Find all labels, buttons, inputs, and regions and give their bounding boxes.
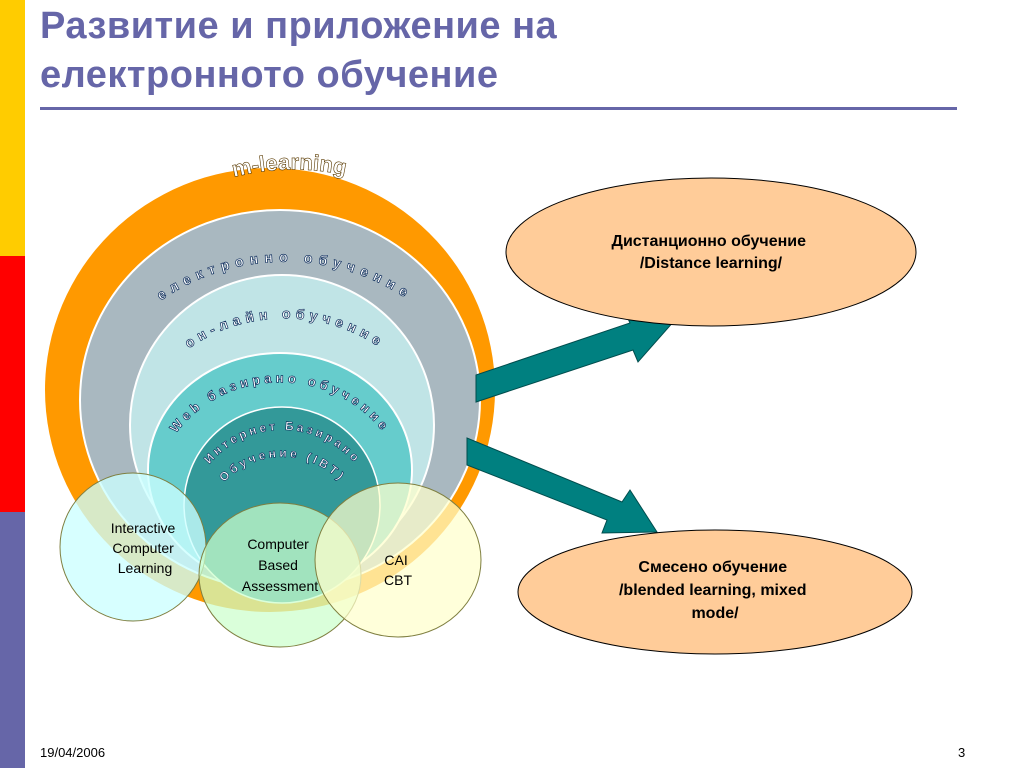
- circle-cai-shape: [314, 482, 482, 638]
- oval-distance-learning-shape: [505, 177, 917, 327]
- title-underline: [40, 107, 957, 110]
- slide-page-number: 3: [958, 745, 966, 760]
- circle-cai-cbt: CAI CBT: [314, 482, 482, 638]
- arrow-to-blended-learning: [466, 437, 658, 534]
- circle-icl-text: Interactive Computer Learning: [111, 520, 179, 576]
- title-line-2: електронното обучение: [40, 54, 499, 96]
- side-bar-yellow: [0, 0, 25, 256]
- oval-blended-learning: Смесено обучение /blended learning, mixe…: [517, 529, 913, 655]
- arrow-to-distance-learning: [475, 311, 676, 403]
- oval-distance-learning: Дистанционно обучение /Distance learning…: [505, 177, 917, 327]
- circle-cai-text: CAI CBT: [384, 552, 412, 588]
- oval-distance-learning-text: Дистанционно обучение /Distance learning…: [612, 233, 811, 272]
- slide-date: 19/04/2006: [40, 745, 106, 760]
- oval-blended-learning-shape: [517, 529, 913, 655]
- slide-title: Развитие и приложение на електронното об…: [40, 2, 940, 100]
- title-line-1: Развитие и приложение на: [40, 5, 558, 47]
- circle-interactive-computer-learning: Interactive Computer Learning: [59, 472, 207, 622]
- side-bar-blue: [0, 512, 25, 768]
- side-bar-red: [0, 256, 25, 512]
- circle-cba-text: Computer Based Assessment: [242, 536, 318, 594]
- oval-blended-learning-text: Смесено обучение /blended learning, mixe…: [619, 559, 811, 622]
